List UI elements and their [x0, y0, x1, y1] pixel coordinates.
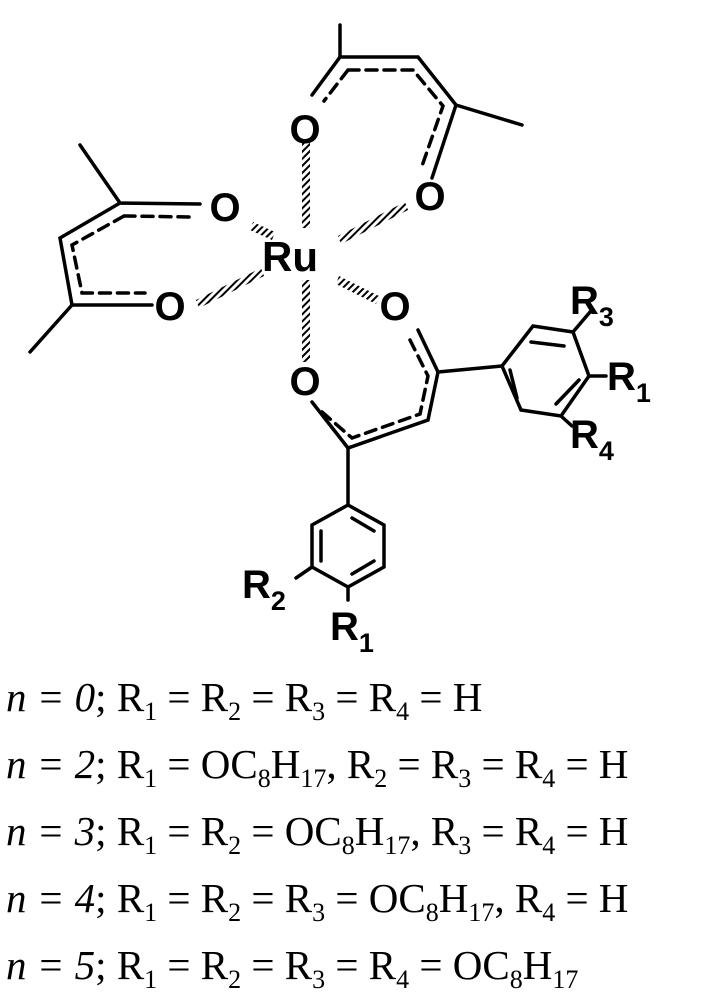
dbm-ligand-chelate — [310, 328, 440, 451]
oxygen-label-upper-right: O — [414, 175, 445, 219]
oxygen-label-upper-left: O — [209, 186, 240, 230]
coordination-bond-top — [302, 142, 310, 228]
coordination-bonds — [196, 142, 408, 362]
ruthenium-complex-structure: Ru O O O O O O R3 R1 R4 R2 R1 — [28, 23, 651, 658]
oxygen-label-bottom: O — [289, 360, 320, 404]
substituent-variant-list: n = 0; R1 = R2 = R3 = R4 = H n = 2; R1 = … — [6, 664, 717, 999]
variant-n: n = 5 — [6, 942, 96, 988]
variant-line: n = 4; R1 = R2 = R3 = OC8H17, R4 = H — [6, 875, 629, 927]
acac-ligand-top — [310, 23, 524, 180]
variant-n: n = 4 — [6, 875, 96, 921]
ruthenium-atom-label: Ru — [262, 233, 318, 280]
variant-n: n = 0 — [6, 674, 96, 720]
variant-line: n = 0; R1 = R2 = R3 = R4 = H — [6, 674, 483, 726]
oxygen-label-top: O — [289, 108, 320, 152]
oxygen-label-lower-right: O — [379, 285, 410, 329]
coordination-bond-bottom — [302, 280, 310, 362]
acac-ligand-left — [28, 143, 202, 354]
coordination-bond-upper-left — [250, 222, 275, 240]
variant-n: n = 3 — [6, 808, 96, 854]
substituent-r1-upper-label: R1 — [607, 355, 651, 408]
oxygen-label-lower-left: O — [154, 285, 185, 329]
coordination-bond-upper-right — [338, 202, 408, 244]
substituent-r1-lower-label: R1 — [330, 605, 374, 658]
substituent-r3-label: R3 — [570, 279, 614, 332]
coordination-bond-lower-left — [196, 268, 264, 308]
aryl-ring-upper — [436, 310, 608, 428]
substituent-r2-label: R2 — [242, 563, 286, 616]
substituent-r4-label: R4 — [570, 413, 614, 466]
coordination-bond-lower-right — [336, 276, 379, 304]
aryl-ring-lower — [294, 446, 386, 602]
variant-line: n = 2; R1 = OC8H17, R2 = R3 = R4 = H — [6, 741, 629, 793]
variant-line: n = 5; R1 = R2 = R3 = R4 = OC8H17 — [6, 942, 579, 994]
variant-n: n = 2 — [6, 741, 96, 787]
variant-line: n = 3; R1 = R2 = OC8H17, R3 = R4 = H — [6, 808, 629, 860]
